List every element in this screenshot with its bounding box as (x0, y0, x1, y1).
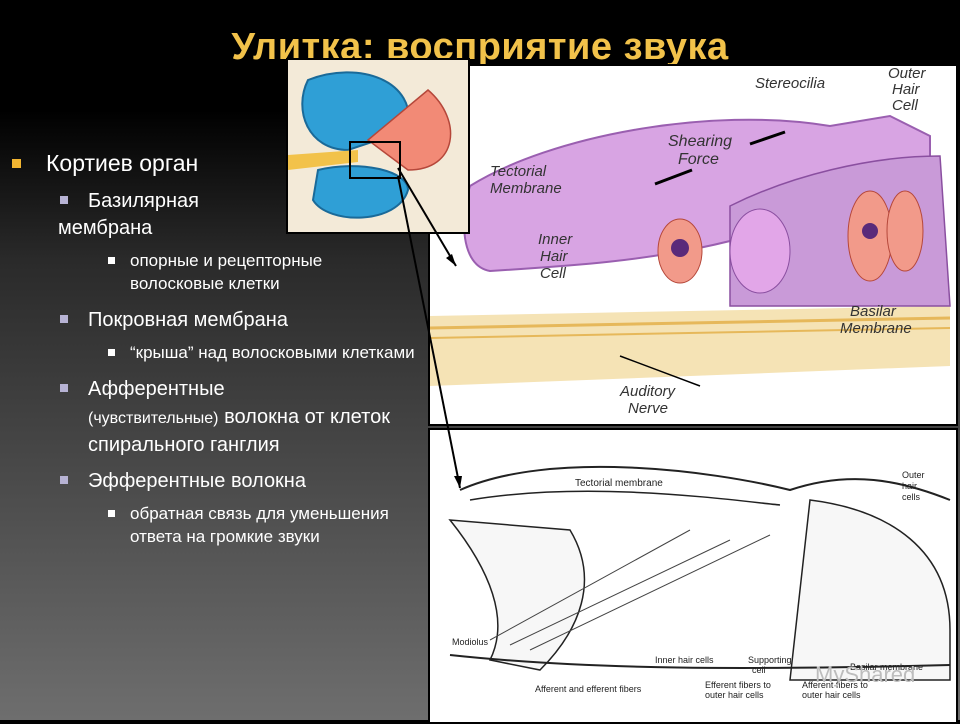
tectorial-outline (469, 490, 781, 506)
label-basilar-membrane: Basilar membrane (850, 662, 923, 672)
nerve-bundle (288, 150, 358, 170)
nerve-fiber-lines (489, 529, 771, 651)
zoom-box (349, 141, 401, 179)
bullet-roof: “крыша” над волосковыми клетками (10, 342, 420, 365)
bullet-marker (108, 257, 115, 264)
bullet-marker (108, 509, 115, 517)
bullet-marker (60, 196, 68, 204)
bullet-efferent: Эфферентные волокна (10, 467, 420, 495)
cell-nucleus (862, 223, 878, 239)
bullet-text: обратная связь для уменьшения ответа на … (130, 503, 389, 546)
watermark: MyShared (815, 662, 915, 687)
bullet-text: Покровная мембрана (88, 308, 288, 331)
nerve-fiber-line (430, 327, 951, 339)
bullet-text: Афферентные (88, 377, 225, 400)
nerve-fiber-line (430, 316, 951, 330)
bullet-text-small: (чувствительные) (88, 409, 219, 427)
scala-tympani (311, 165, 410, 219)
bullet-text: Эфферентные волокна (88, 469, 306, 492)
bullet-text: Базилярная (88, 190, 199, 212)
bullet-corti-organ: Кортиев орган (10, 150, 420, 177)
bullet-marker (60, 383, 68, 392)
outer-hair-cell-shape (886, 190, 924, 272)
bullet-marker (12, 159, 21, 168)
outer-cell-cluster-outline (789, 499, 951, 681)
cochlea-cross-section-inset (286, 58, 470, 234)
bullet-marker (108, 348, 115, 356)
tectorial-outline (459, 465, 951, 501)
inset-svg (288, 71, 452, 219)
bullet-support-cells: опорные и рецепторные волосковые клетки (10, 250, 420, 296)
shear-arrow (749, 130, 786, 146)
bullet-marker (60, 475, 68, 484)
bullet-basilar: Базилярная (10, 187, 420, 215)
bullet-marker (60, 314, 68, 323)
bullet-text: Кортиев орган (46, 150, 199, 176)
label-afferent-efferent: Afferent and efferent fibers (535, 684, 642, 694)
bullet-afferent: Афферентные (чувствительные) волокна от к… (10, 375, 420, 459)
shear-arrow (654, 168, 693, 186)
basilar-line (449, 654, 951, 669)
bullet-text: волокна от клеток спирального ганглия (88, 405, 390, 456)
slide-title: Улитка: восприятие звука (231, 26, 729, 68)
bullet-tectorial: Покровная мембрана (10, 306, 420, 334)
nerve-pointer (619, 355, 701, 387)
cell-nucleus (671, 239, 689, 257)
label-stereocilia: Stereocilia (755, 75, 825, 92)
label-tectorial-membrane: Tectorial membrane (575, 478, 663, 489)
bullet-text: “крыша” над волосковыми клетками (130, 342, 415, 362)
label-inner-hair-cells: Inner hair cells (655, 655, 714, 665)
cell-cluster-outline (448, 519, 586, 671)
label-modiolus: Modiolus (452, 637, 489, 647)
bullet-basilar-cont: мембрана (58, 217, 153, 239)
bullet-list: Кортиев орган Базилярная мембрана опорны… (10, 150, 420, 559)
pillar-cell (729, 208, 791, 294)
bullet-text: опорные и рецепторные волосковые клетки (130, 251, 323, 293)
bullet-feedback: обратная связь для уменьшения ответа на … (10, 503, 420, 549)
